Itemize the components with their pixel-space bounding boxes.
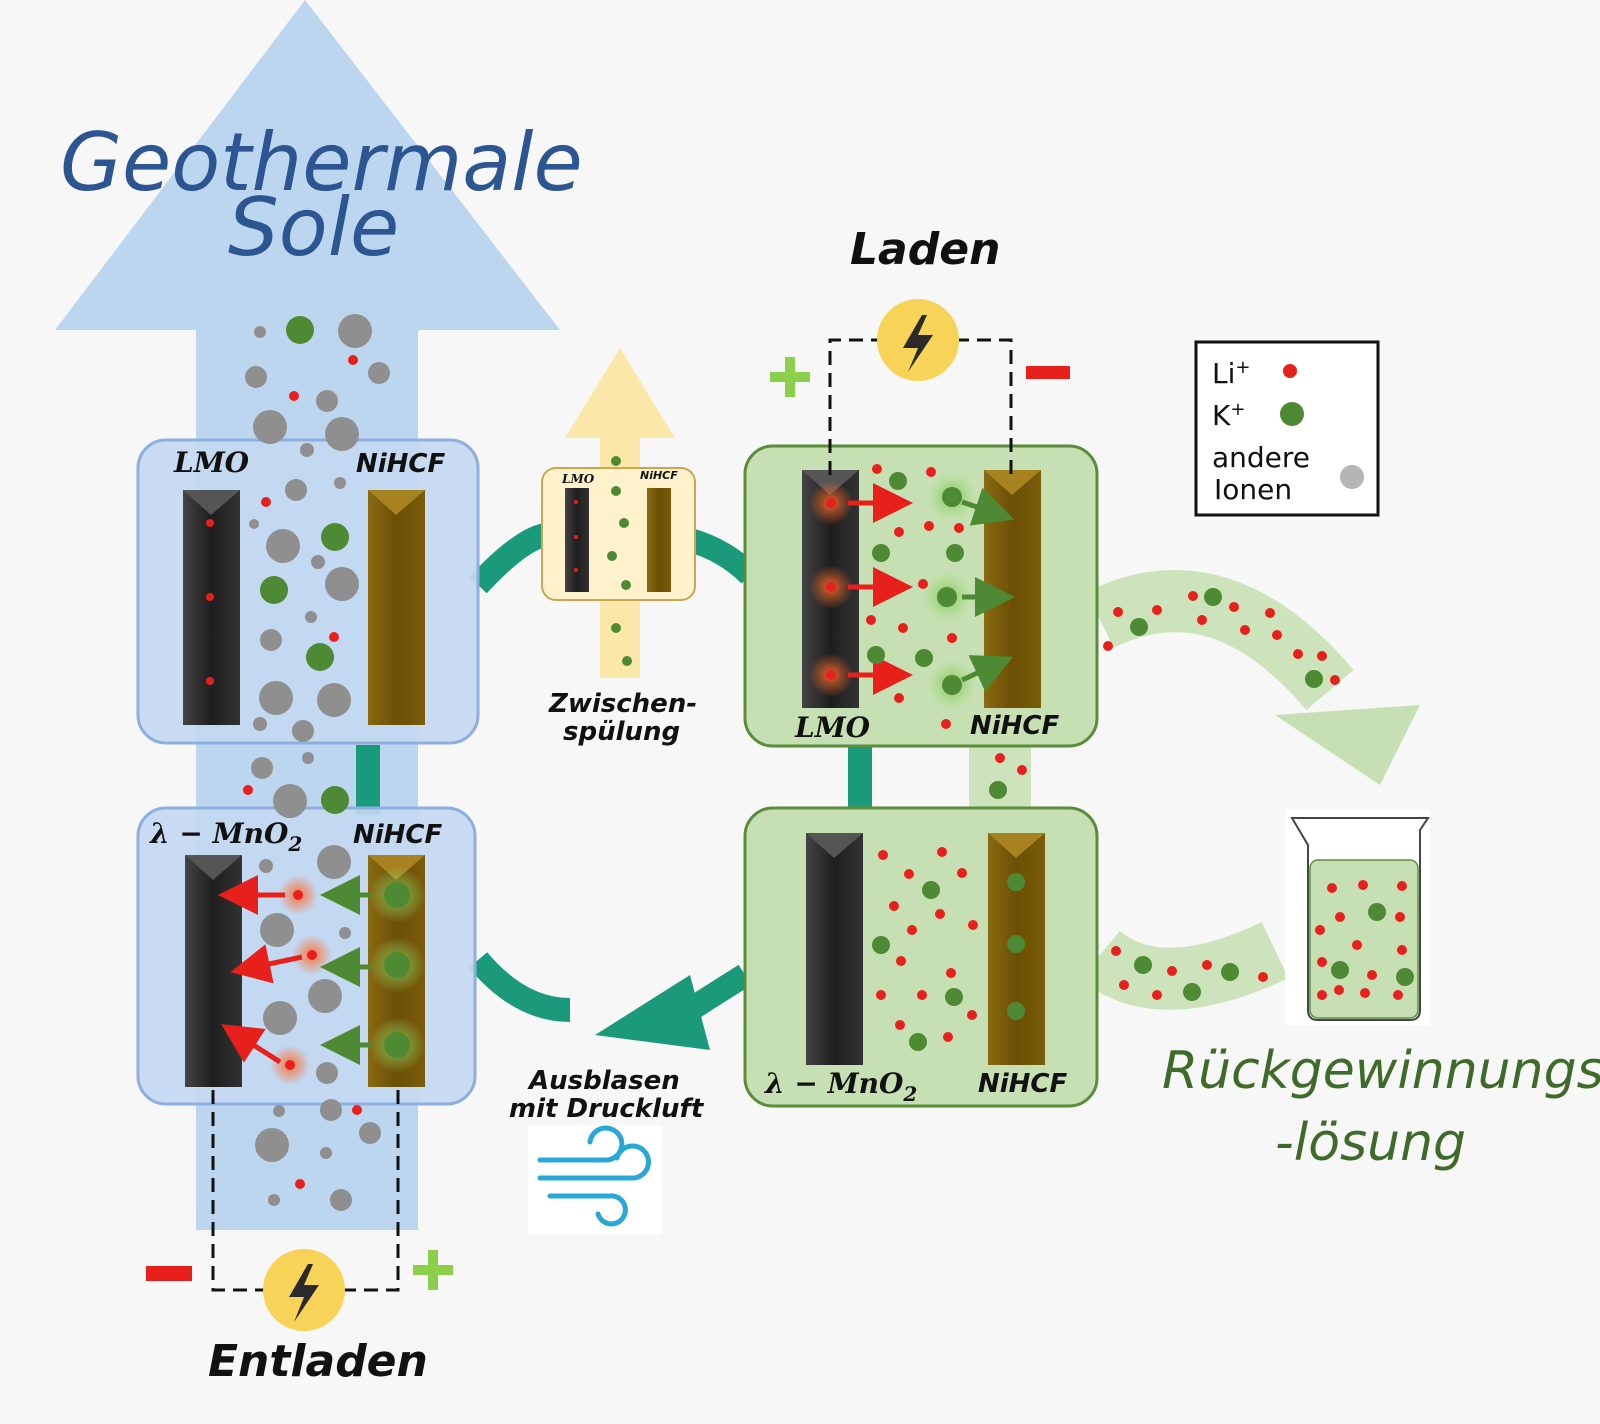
electrode-mno2-brine xyxy=(185,855,242,1087)
legend-li-label: Li+ xyxy=(1212,357,1250,390)
electrode-nihcf-charge xyxy=(984,470,1041,708)
plus-icon xyxy=(770,357,810,397)
discharge-arrows xyxy=(218,875,372,1065)
legend-other-marker xyxy=(1340,465,1364,489)
electrode-nihcf-brine xyxy=(368,490,425,725)
lightning-icon xyxy=(263,1249,345,1331)
legend-other-line2: Ionen xyxy=(1214,473,1292,506)
label-nihcf-charge: NiHCF xyxy=(970,711,1060,741)
label-mno2-recovery: λ − MnO2 xyxy=(764,1067,917,1106)
legend-other-line1: andere xyxy=(1212,441,1310,474)
label-nihcf-discharge: NiHCF xyxy=(353,820,443,850)
legend-k-label: K+ xyxy=(1212,399,1245,432)
label-lmo-charge: LMO xyxy=(794,711,871,744)
rinse-label-line2: spülung xyxy=(563,717,680,747)
teal-cycle-arrowhead xyxy=(595,975,710,1050)
label-ausblasen-line1: Ausblasen xyxy=(527,1066,680,1096)
lightning-icon xyxy=(877,299,959,381)
electrode-lmo-brine xyxy=(183,490,240,725)
ions-potassium xyxy=(260,316,1323,1058)
label-entladen: Entladen xyxy=(208,1336,428,1387)
recovery-label-line1: Rückgewinnungs xyxy=(1162,1041,1600,1101)
label-laden: Laden xyxy=(850,224,1000,275)
brine-title-line1: Geothermale xyxy=(60,116,583,209)
label-nihcf-recovery: NiHCF xyxy=(978,1069,1068,1099)
minus-icon xyxy=(146,1266,192,1281)
electrode-mno2-recovery xyxy=(806,833,863,1065)
recovery-flow-arrowhead xyxy=(1275,705,1420,785)
wind-icon xyxy=(528,1125,662,1235)
cell-charge-top xyxy=(743,444,1099,748)
ions-other xyxy=(245,314,390,1211)
label-mno2-brine: λ − MnO2 xyxy=(149,817,302,856)
rinse-label-line1: Zwischen- xyxy=(548,689,697,719)
ions-lithium xyxy=(206,355,1340,1189)
label-nihcf-brine: NiHCF xyxy=(356,449,446,479)
legend: Li+ K+ andere Ionen xyxy=(1194,340,1380,517)
rinse-nihcf-label: NiHCF xyxy=(640,469,678,482)
brine-title-line2: Sole xyxy=(228,181,399,274)
circuit-wires xyxy=(211,338,1013,1292)
charge-arrows xyxy=(848,483,1015,695)
label-ausblasen-line2: mit Druckluft xyxy=(509,1094,705,1124)
legend-li-marker xyxy=(1283,364,1297,378)
plus-icon xyxy=(413,1250,453,1290)
legend-k-marker xyxy=(1280,402,1304,426)
rinse-lmo-electrode xyxy=(565,488,589,592)
recovery-label-line2: -lösung xyxy=(1275,1113,1466,1173)
rinse-lmo-label: LMO xyxy=(561,472,595,486)
minus-icon xyxy=(1026,366,1070,379)
label-lmo-brine: LMO xyxy=(173,446,250,479)
beaker-icon xyxy=(1285,810,1430,1025)
rinse-nihcf-electrode xyxy=(647,488,671,592)
